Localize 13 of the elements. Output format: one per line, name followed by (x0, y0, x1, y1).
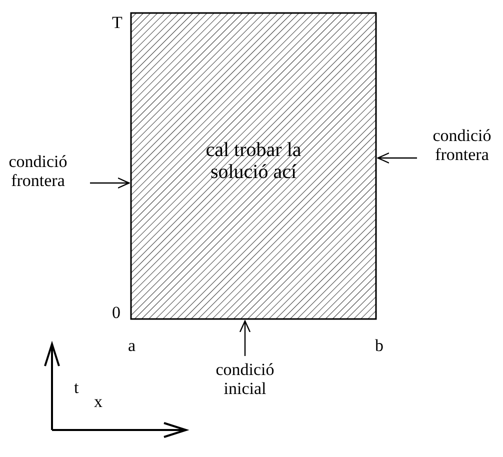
axis-tick-label: a (128, 336, 136, 355)
axis-tick-label: T (112, 13, 122, 32)
axis-tick-label: 0 (112, 303, 120, 322)
boundary-label: condició frontera (432, 126, 492, 164)
arrow (239, 320, 251, 356)
hatched-region (130, 12, 377, 320)
arrow (90, 177, 130, 189)
boundary-label: condició inicial (214, 360, 276, 398)
axis-label: t (74, 378, 79, 397)
boundary-label: condició frontera (8, 152, 68, 190)
axis-label: x (94, 392, 102, 411)
arrow (377, 152, 417, 164)
axis-tick-label: b (375, 336, 384, 355)
